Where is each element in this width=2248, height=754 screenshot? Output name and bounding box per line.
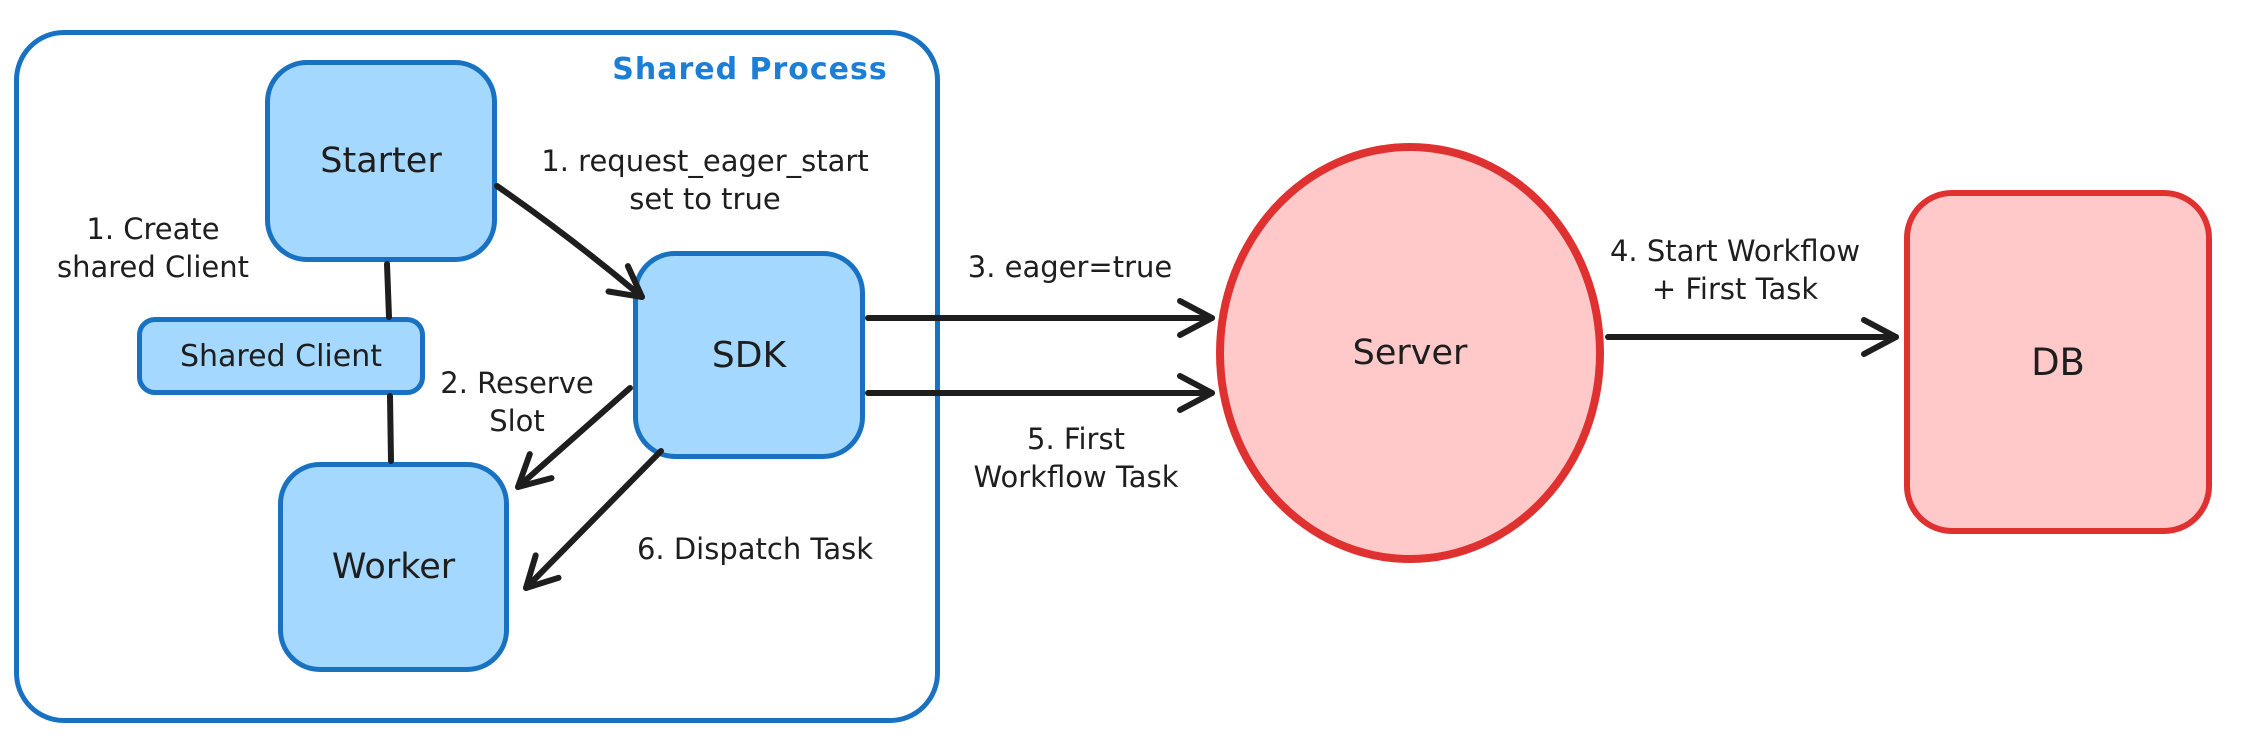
annotation-create-shared-client: 1. Create shared Client <box>57 212 249 285</box>
shared-client-label: Shared Client <box>179 338 382 374</box>
sdk-node: SDK <box>633 251 865 459</box>
db-node: DB <box>1904 190 2212 534</box>
db-label: DB <box>2031 340 2085 384</box>
annotation-dispatch-task: 6. Dispatch Task <box>636 532 874 566</box>
annotation-eager-true: 3. eager=true <box>967 250 1173 284</box>
arrow-server-to-db-head <box>1861 317 1899 357</box>
worker-label: Worker <box>331 547 456 587</box>
starter-node: Starter <box>265 60 497 262</box>
annotation-start-workflow-first-task: 4. Start Workflow + First Task <box>1609 234 1861 307</box>
annotation-reserve-slot: 2. Reserve Slot <box>440 366 594 439</box>
shared-process-frame <box>14 30 940 723</box>
shared-client-node: Shared Client <box>137 317 425 395</box>
arrow-sdk-to-server-task-head <box>1177 373 1215 413</box>
server-label: Server <box>1352 333 1468 373</box>
worker-node: Worker <box>278 462 509 672</box>
sdk-label: SDK <box>711 334 787 376</box>
arrow-sdk-to-server-eager-head <box>1177 298 1215 338</box>
shared-process-title: Shared Process <box>612 52 888 87</box>
annotation-request-eager-start: 1. request_eager_start set to true <box>541 144 869 217</box>
annotation-first-workflow-task: 5. First Workflow Task <box>973 422 1179 495</box>
starter-label: Starter <box>320 141 442 181</box>
server-node: Server <box>1216 143 1604 563</box>
